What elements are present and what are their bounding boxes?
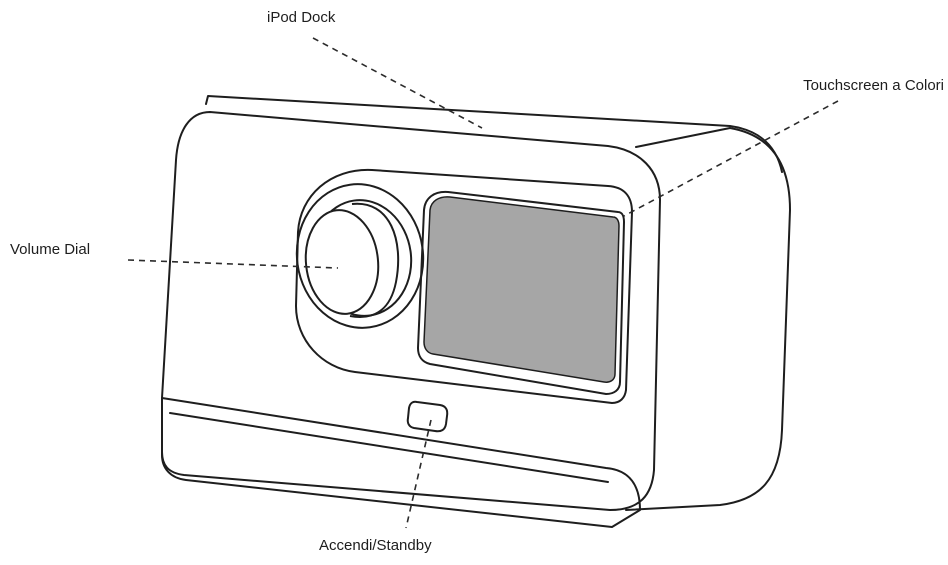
base-plinth	[161, 397, 641, 528]
standby-button[interactable]	[406, 400, 449, 433]
leader-line-volume-dial	[127, 259, 339, 269]
callout-volume-dial: Volume Dial	[10, 241, 91, 258]
leader-line-standby	[405, 419, 432, 529]
touchscreen-display	[423, 196, 620, 383]
front-panel-recess	[295, 168, 633, 404]
leader-line-ipod-dock	[312, 37, 483, 129]
touchscreen-bezel	[416, 190, 626, 396]
volume-dial-knob-side	[349, 202, 400, 318]
leader-line-touchscreen	[623, 100, 839, 217]
callout-touchscreen: Touchscreen a Colori	[803, 77, 944, 94]
base-ledge-line	[169, 412, 609, 483]
touchscreen[interactable]	[416, 190, 626, 396]
front-face-outline	[161, 111, 661, 511]
callout-ipod-dock: iPod Dock	[267, 9, 336, 26]
volume-dial-knob-face	[304, 209, 380, 315]
side-panel-outline	[625, 127, 791, 511]
callout-standby: Accendi/Standby	[319, 537, 432, 554]
